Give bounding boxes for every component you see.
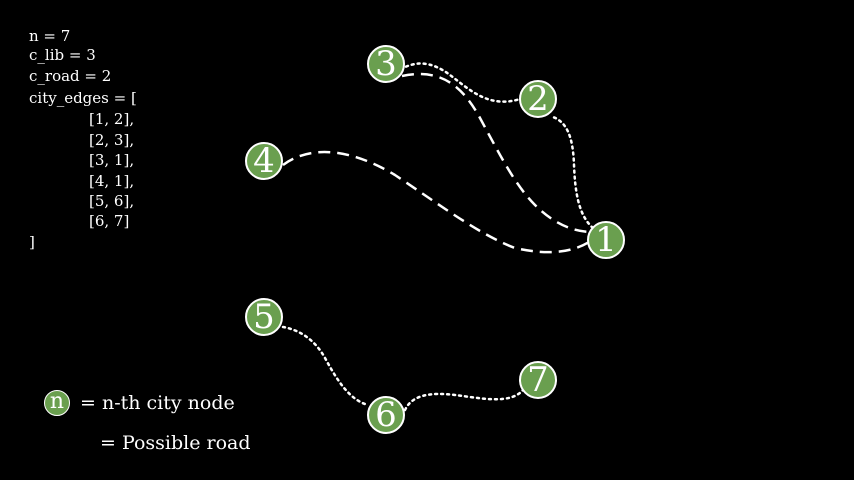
city-node-4: 4 [245, 142, 283, 180]
city-node-6: 6 [367, 396, 405, 434]
city-node-3: 3 [367, 45, 405, 83]
code-edge-line: [3, 1], [89, 151, 135, 169]
legend-road-label: = Possible road [100, 432, 251, 454]
code-c-lib-line: c_lib = 3 [29, 46, 96, 64]
edge-5-6 [281, 325, 370, 407]
code-n-line: n = 7 [29, 27, 71, 45]
legend-node-symbol: n [44, 390, 70, 416]
code-c-road-line: c_road = 2 [29, 67, 112, 85]
code-edges-close: ] [29, 233, 35, 251]
code-edge-line: [5, 6], [89, 192, 135, 210]
city-node-7: 7 [519, 361, 557, 399]
code-edge-line: [6, 7] [89, 212, 130, 230]
code-edge-line: [2, 3], [89, 131, 135, 149]
code-edge-line: [1, 2], [89, 110, 135, 128]
city-node-5: 5 [245, 298, 283, 336]
edge-6-7 [403, 388, 525, 412]
code-edge-line: [4, 1], [89, 172, 135, 190]
edge-2-3 [401, 62, 525, 103]
code-edges-open: city_edges = [ [29, 89, 137, 107]
edge-4-1 [282, 150, 593, 254]
city-node-1: 1 [587, 221, 625, 259]
city-node-2: 2 [519, 80, 557, 118]
edge-1-2 [551, 115, 595, 230]
edge-3-1 [401, 72, 593, 234]
legend-node-label: = n-th city node [80, 392, 235, 414]
